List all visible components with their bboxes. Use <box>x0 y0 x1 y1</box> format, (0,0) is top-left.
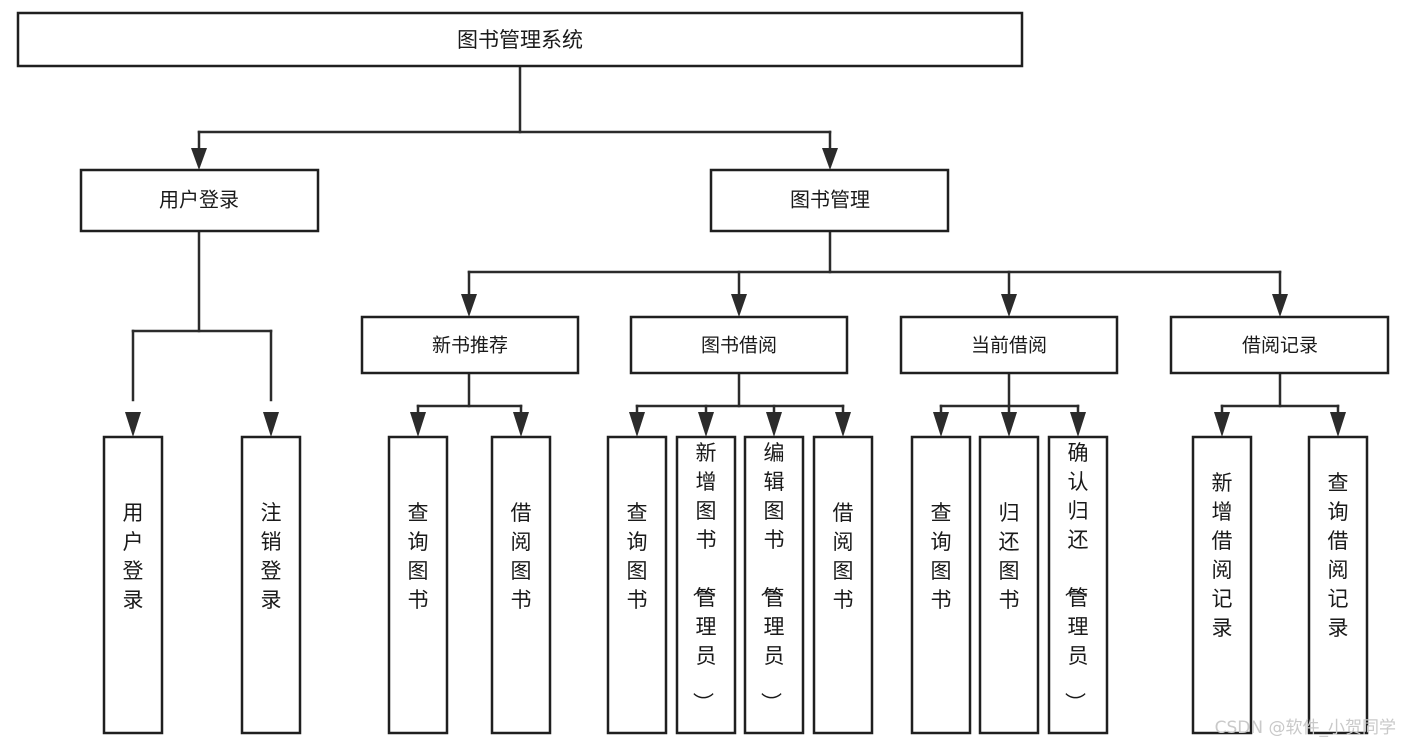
arrow-to-leaf-query-record <box>1330 412 1346 437</box>
leaf-user-login-box[interactable] <box>102 435 164 735</box>
arrow-to-leaf-confirm-return <box>1070 412 1086 437</box>
leaf-query-book-2[interactable]: 查询图书 <box>606 435 668 735</box>
csdn-watermark: CSDN @软件_小贺同学 <box>1215 718 1396 738</box>
connector-layer <box>125 64 1346 437</box>
leaf-query-book-1-label: 查询图书 <box>408 501 429 612</box>
leaf-query-record[interactable]: 查询借阅记录 <box>1307 435 1369 735</box>
leaf-add-book[interactable]: 新增图书（管理员） <box>675 435 737 735</box>
arrow-to-leaf-query-book-2 <box>629 412 645 437</box>
leaf-return-book[interactable]: 归还图书 <box>978 435 1040 735</box>
node-book-management[interactable]: 图书管理 <box>709 168 950 233</box>
leaf-borrow-book-2[interactable]: 借阅图书 <box>812 435 874 735</box>
node-book-borrow[interactable]: 图书借阅 <box>629 315 849 375</box>
node-current-borrow[interactable]: 当前借阅 <box>899 315 1119 375</box>
leaf-query-record-box[interactable] <box>1307 435 1369 735</box>
leaf-user-logout[interactable]: 注销登录 <box>240 435 302 735</box>
leaf-add-book-box[interactable] <box>675 435 737 735</box>
node-current-borrow-label: 当前借阅 <box>971 335 1047 357</box>
node-user-login[interactable]: 用户登录 <box>79 168 320 233</box>
arrow-to-leaf-query-book-3 <box>933 412 949 437</box>
arrow-to-leaf-return-book <box>1001 412 1017 437</box>
arrow-to-leaf-borrow-book-2 <box>835 412 851 437</box>
arrow-to-leaf-add-record <box>1214 412 1230 437</box>
arrow-to-leaf-edit-book <box>766 412 782 437</box>
leaf-add-record-label: 新增借阅记录 <box>1212 471 1233 640</box>
node-root-box[interactable] <box>16 11 1024 68</box>
node-borrow-record-label: 借阅记录 <box>1242 335 1318 357</box>
leaf-return-book-box[interactable] <box>978 435 1040 735</box>
arrow-to-leaf-query-book-1 <box>410 412 426 437</box>
leaf-edit-book-box[interactable] <box>743 435 805 735</box>
leaf-add-record-box[interactable] <box>1191 435 1253 735</box>
leaf-user-logout-box[interactable] <box>240 435 302 735</box>
leaf-borrow-book-2-box[interactable] <box>812 435 874 735</box>
leaf-edit-book-label: 编辑图书（管理员） <box>759 441 785 713</box>
leaf-query-book-1-box[interactable] <box>387 435 449 735</box>
leaf-borrow-book-1-label: 借阅图书 <box>511 501 532 612</box>
arrow-to-new-book-recommend <box>461 294 477 317</box>
node-book-borrow-label: 图书借阅 <box>701 335 777 357</box>
leaf-confirm-return-box[interactable] <box>1047 435 1109 735</box>
leaf-user-logout-label: 注销登录 <box>261 501 282 612</box>
arrow-to-leaf-user-login <box>125 412 141 437</box>
leaf-borrow-book-1-box[interactable] <box>490 435 552 735</box>
leaf-query-record-label: 查询借阅记录 <box>1328 471 1349 640</box>
node-new-book-recommend-box[interactable] <box>360 315 580 375</box>
node-book-management-label: 图书管理 <box>790 188 870 212</box>
node-user-login-box[interactable] <box>79 168 320 233</box>
leaf-query-book-3-box[interactable] <box>910 435 972 735</box>
leaf-return-book-label: 归还图书 <box>999 501 1020 612</box>
arrow-to-borrow-record <box>1272 294 1288 317</box>
node-root[interactable]: 图书管理系统 <box>16 11 1024 68</box>
arrow-to-book-management <box>822 148 838 170</box>
node-new-book-recommend[interactable]: 新书推荐 <box>360 315 580 375</box>
node-user-login-label: 用户登录 <box>159 188 239 212</box>
leaf-user-login[interactable]: 用户登录 <box>102 435 164 735</box>
leaf-confirm-return[interactable]: 确认归还（管理员） <box>1047 435 1109 735</box>
leaf-query-book-3[interactable]: 查询图书 <box>910 435 972 735</box>
arrow-to-user-login <box>191 148 207 170</box>
node-root-label: 图书管理系统 <box>457 28 583 52</box>
arrow-to-leaf-borrow-book-1 <box>513 412 529 437</box>
leaf-query-book-1[interactable]: 查询图书 <box>387 435 449 735</box>
leaf-confirm-return-label: 确认归还（管理员） <box>1063 441 1089 713</box>
arrow-to-current-borrow <box>1001 294 1017 317</box>
leaf-add-record[interactable]: 新增借阅记录 <box>1191 435 1253 735</box>
leaf-query-book-2-box[interactable] <box>606 435 668 735</box>
node-book-borrow-box[interactable] <box>629 315 849 375</box>
leaf-borrow-book-1[interactable]: 借阅图书 <box>490 435 552 735</box>
node-book-management-box[interactable] <box>709 168 950 233</box>
leaf-user-login-label: 用户登录 <box>123 501 144 612</box>
leaf-query-book-2-label: 查询图书 <box>627 501 648 612</box>
leaf-add-book-label: 新增图书（管理员） <box>691 441 717 713</box>
node-new-book-recommend-label: 新书推荐 <box>432 335 508 357</box>
leaf-edit-book[interactable]: 编辑图书（管理员） <box>743 435 805 735</box>
node-borrow-record[interactable]: 借阅记录 <box>1169 315 1390 375</box>
arrow-to-leaf-user-logout <box>263 412 279 437</box>
leaf-query-book-3-label: 查询图书 <box>931 501 952 612</box>
node-current-borrow-box[interactable] <box>899 315 1119 375</box>
leaf-layer: 用户登录 注销登录 查询图书 借阅图书 查询图书 新增图书（管理员） 编辑图书（… <box>102 435 1369 735</box>
leaf-borrow-book-2-label: 借阅图书 <box>833 501 854 612</box>
node-borrow-record-box[interactable] <box>1169 315 1390 375</box>
arrow-to-book-borrow <box>731 294 747 317</box>
arrow-to-leaf-add-book <box>698 412 714 437</box>
